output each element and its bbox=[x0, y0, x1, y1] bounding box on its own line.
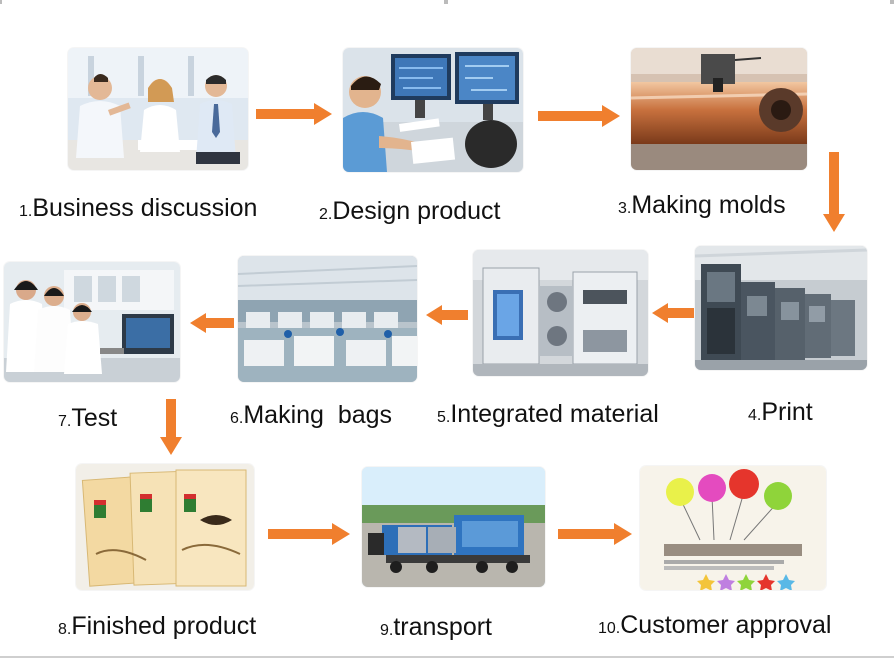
step-4-number: 4. bbox=[748, 407, 762, 424]
arrow-down-icon bbox=[160, 399, 182, 455]
laboratory-testing-photo bbox=[4, 262, 180, 382]
step-7-photo bbox=[4, 262, 180, 382]
arrow-down-icon bbox=[823, 152, 845, 232]
bag-making-factory-photo bbox=[238, 256, 417, 382]
arrow-8-to-9 bbox=[268, 523, 350, 545]
step-4-photo bbox=[695, 246, 867, 370]
step-5-number: 5. bbox=[437, 409, 451, 426]
step-2-photo bbox=[343, 48, 523, 172]
step-6-label: 6.Making bags bbox=[230, 400, 392, 434]
arrow-3-to-4 bbox=[823, 152, 845, 232]
arrow-7-to-8 bbox=[160, 399, 182, 455]
packaged-bags-photo bbox=[76, 464, 254, 590]
step-1-label: 1.Business discussion bbox=[19, 193, 257, 227]
step-10-label: 10.Customer approval bbox=[598, 610, 831, 644]
step-10-number: 10. bbox=[598, 620, 621, 637]
step-3-photo bbox=[631, 48, 807, 170]
designer-at-computer-photo bbox=[343, 48, 523, 172]
step-5-label: 5.Integrated material bbox=[437, 399, 659, 433]
arrow-left-icon bbox=[652, 303, 694, 323]
step-9-label: 9.transport bbox=[380, 612, 492, 646]
step-9-photo bbox=[362, 467, 545, 587]
step-5-photo bbox=[473, 250, 648, 376]
step-4-label: 4.Print bbox=[748, 397, 813, 431]
copper-cylinder-engraving-photo bbox=[631, 48, 807, 170]
step-3-label: 3.Making molds bbox=[618, 190, 786, 224]
step-10-title: Customer approval bbox=[620, 611, 832, 639]
step-7-title: Test bbox=[71, 404, 118, 432]
arrow-left-icon bbox=[426, 305, 468, 325]
step-3-title: Making molds bbox=[631, 191, 786, 219]
step-9-number: 9. bbox=[380, 622, 394, 639]
cargo-trucks-photo bbox=[362, 467, 545, 587]
top-right-tick bbox=[890, 0, 894, 4]
step-8-label: 8.Finished product bbox=[58, 611, 256, 645]
step-10-photo bbox=[640, 466, 826, 590]
top-left-tick bbox=[0, 0, 2, 4]
step-8-title: Finished product bbox=[71, 612, 257, 640]
customer-approval-stars-photo bbox=[640, 466, 826, 590]
arrow-right-icon bbox=[268, 523, 350, 545]
arrow-4-to-5 bbox=[652, 303, 694, 323]
step-1-number: 1. bbox=[19, 203, 33, 220]
arrow-5-to-6 bbox=[426, 305, 468, 325]
arrow-right-icon bbox=[558, 523, 632, 545]
step-9-title: transport bbox=[393, 613, 493, 641]
arrow-9-to-10 bbox=[558, 523, 632, 545]
step-2-title: Design product bbox=[332, 197, 501, 225]
step-7-number: 7. bbox=[58, 413, 72, 430]
arrow-2-to-3 bbox=[538, 105, 620, 127]
arrow-right-icon bbox=[538, 105, 620, 127]
step-2-label: 2.Design product bbox=[319, 196, 501, 230]
step-6-photo bbox=[238, 256, 417, 382]
arrow-left-icon bbox=[190, 313, 234, 333]
step-1-title: Business discussion bbox=[32, 194, 258, 222]
step-3-number: 3. bbox=[618, 200, 632, 217]
step-6-title: Making bags bbox=[243, 401, 393, 429]
step-5-title: Integrated material bbox=[450, 400, 659, 428]
business-meeting-photo bbox=[68, 48, 248, 170]
top-center-tick bbox=[444, 0, 448, 4]
step-6-number: 6. bbox=[230, 410, 244, 427]
step-8-number: 8. bbox=[58, 621, 72, 638]
arrow-6-to-7 bbox=[190, 313, 234, 333]
laminating-machine-photo bbox=[473, 250, 648, 376]
step-8-photo bbox=[76, 464, 254, 590]
arrow-right-icon bbox=[256, 103, 332, 125]
rating-stars-icon bbox=[697, 574, 795, 590]
step-2-number: 2. bbox=[319, 206, 333, 223]
step-1-photo bbox=[68, 48, 248, 170]
bottom-edge-line bbox=[0, 656, 894, 658]
printing-press-photo bbox=[695, 246, 867, 370]
arrow-1-to-2 bbox=[256, 103, 332, 125]
step-4-title: Print bbox=[761, 398, 813, 426]
step-7-label: 7.Test bbox=[58, 403, 117, 437]
